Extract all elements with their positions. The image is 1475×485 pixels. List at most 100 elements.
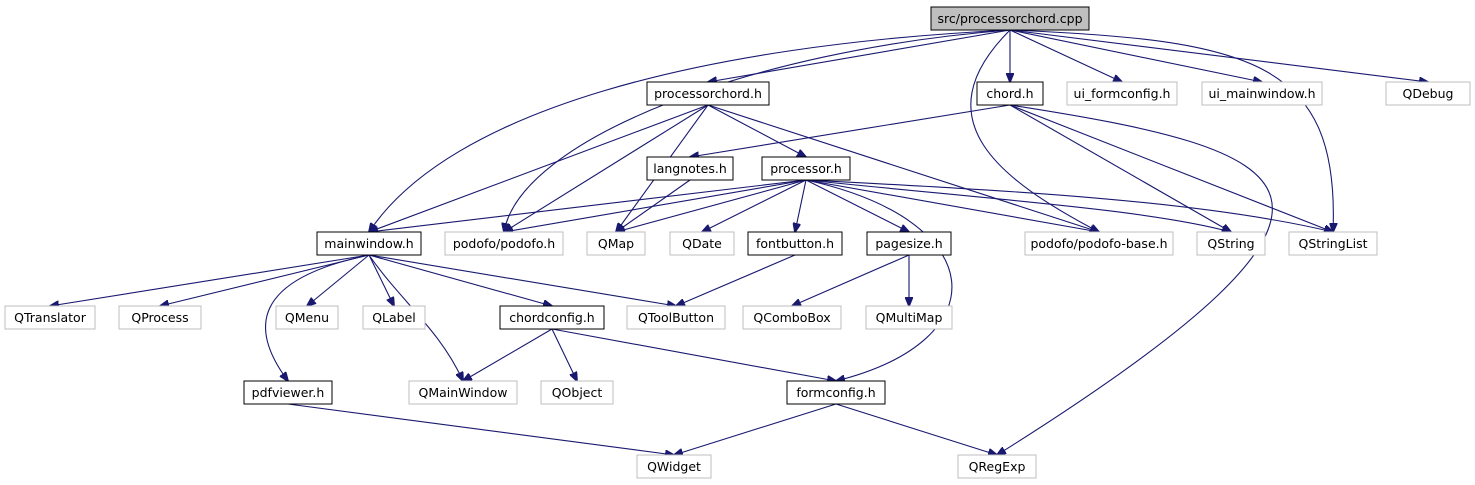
node-label: src/processorchord.cpp — [937, 11, 1082, 26]
node-box — [243, 380, 333, 405]
node-qmainwindow: QMainWindow — [408, 380, 518, 405]
node-chordconfig-h[interactable]: chordconfig.h — [499, 305, 605, 330]
node-box — [586, 231, 646, 256]
edge-root-to-mainwindow_h — [369, 29, 1011, 232]
node-box — [761, 156, 851, 181]
edge-processor_h-to-qstring — [805, 179, 1231, 232]
node-box — [118, 305, 202, 330]
edge-processorchord_h-to-processor_h — [707, 104, 806, 157]
edge-mainwindow_h-to-qtoolbutton — [368, 254, 676, 306]
node-label: QTranslator — [14, 310, 87, 325]
node-processor-h[interactable]: processor.h — [761, 156, 851, 181]
edge-processorchord_h-to-podofo_h — [504, 104, 709, 232]
node-box — [865, 305, 953, 330]
node-box — [4, 305, 96, 330]
node-qmenu: QMenu — [275, 305, 339, 330]
node-box — [636, 454, 712, 479]
node-qmap: QMap — [586, 231, 646, 256]
edge-root-to-podofo_base_h — [970, 29, 1099, 232]
node-label: ui_formconfig.h — [1074, 86, 1171, 101]
node-qwidget: QWidget — [636, 454, 712, 479]
node-box — [957, 454, 1037, 479]
node-qstring: QString — [1196, 231, 1266, 256]
node-label: QRegExp — [969, 459, 1026, 474]
node-label: chordconfig.h — [509, 310, 594, 325]
node-label: ui_mainwindow.h — [1208, 86, 1315, 101]
node-label: pdfviewer.h — [252, 385, 325, 400]
node-box — [1066, 81, 1178, 106]
node-label: chord.h — [986, 86, 1033, 101]
node-label: QLabel — [372, 310, 416, 325]
node-label: processor.h — [770, 161, 842, 176]
node-box — [1024, 231, 1174, 256]
node-box — [316, 231, 422, 256]
edge-processor_h-to-qmap — [616, 179, 807, 232]
node-box — [1201, 81, 1323, 106]
node-label: QObject — [552, 385, 603, 400]
edge-chord_h-to-qstring — [1009, 104, 1231, 232]
edge-mainwindow_h-to-qtranslator — [50, 254, 370, 306]
node-label: podofo/podofo.h — [453, 236, 555, 251]
node-box — [976, 81, 1044, 106]
node-box — [1196, 231, 1266, 256]
node-fontbutton-h[interactable]: fontbutton.h — [747, 231, 843, 256]
edge-processor_h-to-fontbutton_h — [795, 179, 807, 232]
node-box — [669, 231, 735, 256]
node-label: QDebug — [1403, 86, 1454, 101]
node-qcombobox: QComboBox — [742, 305, 842, 330]
node-label: QMap — [598, 236, 634, 251]
node-qstringlist: QStringList — [1288, 231, 1378, 256]
edge-processor_h-to-podofo_h — [504, 179, 807, 232]
node-label: QProcess — [131, 310, 188, 325]
node-chord-h[interactable]: chord.h — [976, 81, 1044, 106]
node-label: mainwindow.h — [324, 236, 413, 251]
node-pdfviewer-h[interactable]: pdfviewer.h — [243, 380, 333, 405]
node-qdate: QDate — [669, 231, 735, 256]
node-label: QComboBox — [753, 310, 830, 325]
edge-fontbutton_h-to-qtoolbutton — [676, 254, 796, 306]
node-label: fontbutton.h — [756, 236, 834, 251]
node-root[interactable]: src/processorchord.cpp — [930, 6, 1090, 31]
node-box — [747, 231, 843, 256]
node-box — [1385, 81, 1471, 106]
node-box — [1288, 231, 1378, 256]
edge-processorchord_h-to-podofo_base_h — [707, 104, 1099, 232]
node-box — [866, 231, 952, 256]
node-label: QWidget — [647, 459, 701, 474]
edge-pagesize_h-to-qcombobox — [792, 254, 910, 306]
node-box — [499, 305, 605, 330]
edge-root-to-ui_mainwindow_h — [1009, 29, 1262, 82]
node-langnotes-h[interactable]: langnotes.h — [646, 156, 734, 181]
edge-chord_h-to-qstringlist — [1009, 104, 1333, 232]
edge-formconfig_h-to-qwidget — [674, 403, 837, 455]
node-qmultimap: QMultiMap — [865, 305, 953, 330]
edge-processor_h-to-podofo_base_h — [805, 179, 1099, 232]
node-qtranslator: QTranslator — [4, 305, 96, 330]
edge-chordconfig_h-to-formconfig_h — [551, 328, 836, 381]
edge-processor_h-to-formconfig_h — [805, 179, 953, 381]
node-mainwindow-h[interactable]: mainwindow.h — [316, 231, 422, 256]
node-label: QMultiMap — [876, 310, 943, 325]
edge-pdfviewer_h-to-qwidget — [287, 403, 674, 455]
edge-chordconfig_h-to-qobject — [551, 328, 577, 381]
node-ui-formconfig-h: ui_formconfig.h — [1066, 81, 1178, 106]
node-label: formconfig.h — [796, 385, 875, 400]
node-box — [362, 305, 426, 330]
node-processorchord-h[interactable]: processorchord.h — [646, 81, 770, 106]
edge-processor_h-to-qdate — [702, 179, 807, 232]
edge-mainwindow_h-to-qlabel — [368, 254, 394, 306]
edge-mainwindow_h-to-qmenu — [307, 254, 370, 306]
node-podofo-h: podofo/podofo.h — [444, 231, 564, 256]
node-pagesize-h[interactable]: pagesize.h — [866, 231, 952, 256]
node-qlabel: QLabel — [362, 305, 426, 330]
node-qregexp: QRegExp — [957, 454, 1037, 479]
nodes-layer: src/processorchord.cpp processorchord.h ch… — [4, 6, 1471, 479]
node-label: langnotes.h — [653, 161, 727, 176]
node-qdebug: QDebug — [1385, 81, 1471, 106]
edge-processor_h-to-mainwindow_h — [369, 179, 807, 232]
node-qtoolbutton: QToolButton — [626, 305, 726, 330]
edge-processor_h-to-pagesize_h — [805, 179, 909, 232]
edge-root-to-ui_formconfig_h — [1009, 29, 1122, 82]
node-formconfig-h[interactable]: formconfig.h — [786, 380, 886, 405]
